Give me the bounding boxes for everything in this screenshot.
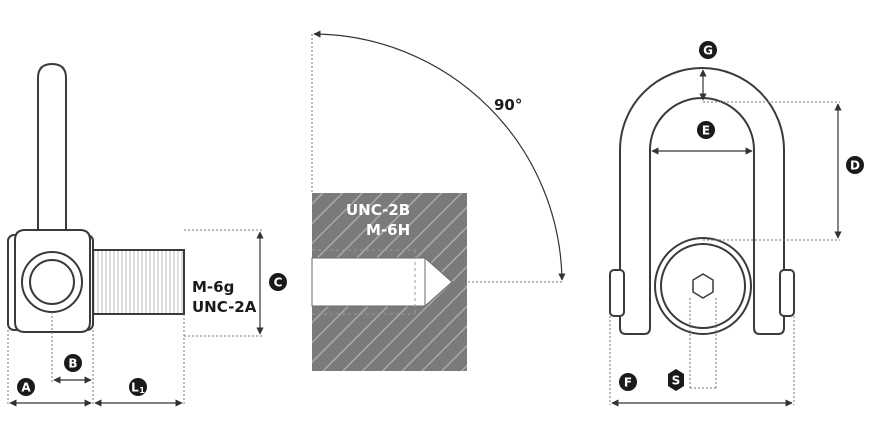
external-thread-unc: UNC-2A bbox=[192, 298, 257, 316]
badge-g: G bbox=[699, 41, 717, 59]
svg-text:S: S bbox=[672, 374, 681, 388]
svg-text:F: F bbox=[624, 376, 632, 390]
badge-f: F bbox=[619, 373, 637, 391]
front-view-dimensions bbox=[609, 101, 840, 405]
angle-indicator bbox=[311, 30, 566, 283]
external-thread-metric: M-6g bbox=[192, 278, 234, 296]
svg-text:B: B bbox=[68, 357, 77, 371]
svg-text:A: A bbox=[21, 381, 31, 395]
badge-c: C bbox=[269, 273, 287, 291]
side-view-dimensions bbox=[7, 229, 262, 405]
tapped-hole-section bbox=[311, 193, 467, 371]
svg-text:C: C bbox=[274, 276, 283, 290]
badge-s: S bbox=[668, 369, 684, 391]
bail-arm bbox=[37, 62, 67, 230]
front-view bbox=[609, 67, 795, 335]
svg-text:G: G bbox=[703, 44, 713, 58]
internal-thread-metric: M-6H bbox=[366, 221, 410, 239]
hex-socket-icon bbox=[692, 273, 714, 299]
left-bushing bbox=[609, 269, 625, 317]
svg-text:E: E bbox=[702, 124, 710, 138]
side-view bbox=[7, 62, 185, 333]
svg-text:D: D bbox=[850, 159, 860, 173]
badge-b: B bbox=[64, 354, 82, 372]
bail-u bbox=[619, 67, 785, 335]
swivel-bolt-inner bbox=[29, 259, 75, 305]
badge-l1: L 1 bbox=[129, 378, 147, 396]
badge-a: A bbox=[17, 378, 35, 396]
internal-thread-unc: UNC-2B bbox=[346, 201, 410, 219]
tapped-hole bbox=[311, 257, 453, 307]
badge-d: D bbox=[846, 156, 864, 174]
right-bushing bbox=[779, 269, 795, 317]
angle-label: 90° bbox=[494, 96, 522, 114]
threaded-stud bbox=[91, 249, 185, 315]
svg-text:1: 1 bbox=[139, 386, 145, 395]
badge-e: E bbox=[697, 121, 715, 139]
svg-text:L: L bbox=[131, 381, 139, 395]
